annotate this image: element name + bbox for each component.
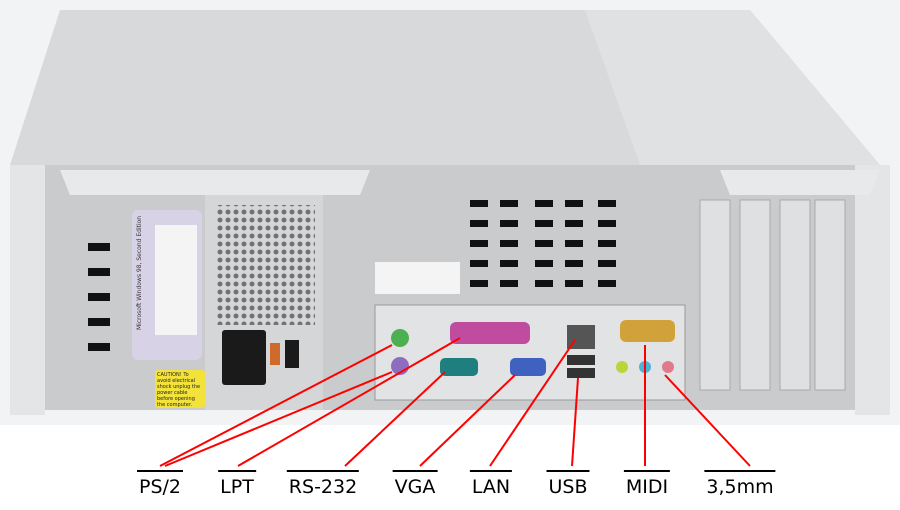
label-lpt: LPT bbox=[218, 470, 256, 498]
usb-port-1 bbox=[567, 355, 595, 365]
io-shield bbox=[374, 304, 686, 401]
label-3-5mm: 3,5mm bbox=[704, 470, 776, 498]
barcode-sticker bbox=[375, 262, 460, 294]
label-lan: LAN bbox=[469, 470, 513, 498]
pointer-arrows bbox=[159, 337, 751, 467]
label-midi: MIDI bbox=[623, 470, 671, 498]
audio-line-in bbox=[616, 361, 628, 373]
label-vga: VGA bbox=[392, 470, 438, 498]
caution-text: CAUTION! To avoid electrical shock unplu… bbox=[157, 372, 201, 408]
vent-slots bbox=[88, 243, 110, 351]
vga-port bbox=[510, 358, 546, 376]
os-sticker bbox=[132, 210, 202, 360]
label-usb: USB bbox=[546, 470, 590, 498]
label-rs232: RS-232 bbox=[286, 470, 360, 498]
midi-game-port bbox=[620, 320, 675, 342]
audio-mic bbox=[662, 361, 674, 373]
usb-port-2 bbox=[567, 368, 595, 378]
power-socket bbox=[222, 330, 266, 385]
label-ps2: PS/2 bbox=[136, 470, 184, 498]
caution-sticker bbox=[155, 370, 205, 408]
power-switch bbox=[285, 340, 299, 368]
ps2-mouse-port bbox=[391, 329, 409, 347]
serial-port bbox=[440, 358, 478, 376]
os-sticker-text: Microsoft Windows 98, Second Edition bbox=[136, 215, 143, 330]
lpt-port bbox=[450, 322, 530, 344]
